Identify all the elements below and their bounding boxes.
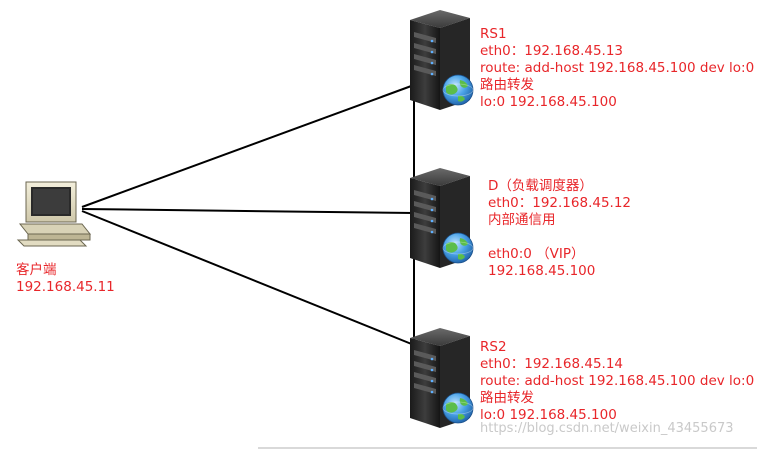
- bottom-divider: [258, 447, 757, 449]
- spacer: [488, 229, 631, 246]
- director-line: eth0：192.168.45.12: [488, 195, 632, 211]
- link-client-director: [81, 208, 415, 214]
- client-name: 客户端: [16, 262, 57, 278]
- rs2-line: lo:0 192.168.45.100: [480, 407, 617, 423]
- director-vip-line: eth0:0 （VIP）: [488, 246, 585, 262]
- server-icon-rs1: [409, 9, 474, 111]
- rs2-line: 路由转发: [480, 390, 534, 406]
- director-line: D（负载调度器）: [488, 178, 593, 194]
- rs2-line: eth0：192.168.45.14: [480, 356, 624, 372]
- rs1-line: route: add-host 192.168.45.100 dev lo:0: [480, 60, 755, 76]
- rs1-line: lo:0 192.168.45.100: [480, 94, 617, 110]
- rs1-line: RS1: [480, 26, 507, 42]
- rs1-line: eth0：192.168.45.13: [480, 43, 624, 59]
- rs2-line: route: add-host 192.168.45.100 dev lo:0: [480, 373, 755, 389]
- link-client-rs1: [81, 84, 415, 208]
- link-client-rs2: [81, 210, 415, 346]
- computer-icon: [16, 181, 92, 247]
- rs2-label: RS2 eth0：192.168.45.14 route: add-host 1…: [480, 339, 754, 424]
- watermark: https://blog.csdn.net/weixin_43455673: [480, 421, 734, 436]
- server-icon-rs2: [409, 327, 474, 429]
- client-ip: 192.168.45.11: [16, 279, 115, 295]
- director-label: D（负载调度器） eth0：192.168.45.12 内部通信用 eth0:0…: [488, 178, 631, 280]
- rs1-line: 路由转发: [480, 77, 534, 93]
- director-line: 内部通信用: [488, 212, 556, 228]
- server-icon-director: [409, 167, 474, 269]
- rs1-label: RS1 eth0：192.168.45.13 route: add-host 1…: [480, 26, 754, 111]
- director-vip-line: 192.168.45.100: [488, 263, 596, 279]
- client-label: 客户端 192.168.45.11: [16, 262, 115, 296]
- rs2-line: RS2: [480, 339, 507, 355]
